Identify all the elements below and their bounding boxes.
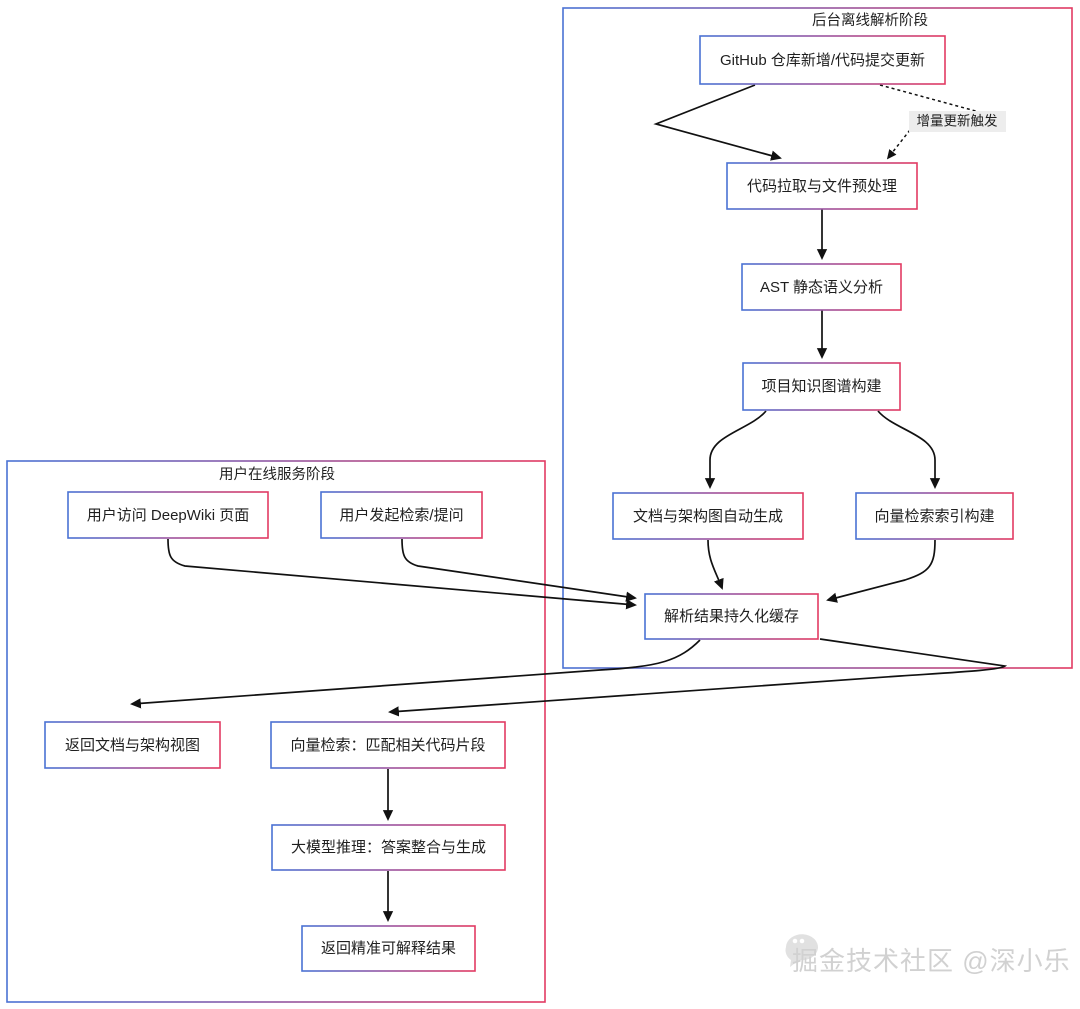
node-user-visit-label: 用户访问 DeepWiki 页面 <box>87 507 250 524</box>
node-return-docs[interactable]: 返回文档与架构视图 <box>44 721 221 769</box>
watermark: 掘金技术社区 @深小乐 <box>785 934 1071 976</box>
node-return-result[interactable]: 返回精准可解释结果 <box>301 925 476 972</box>
edge-ask-to-cache <box>401 538 637 602</box>
edge-kg-to-vecindex <box>877 410 941 489</box>
group-online-container: 用户在线服务阶段 <box>6 460 546 1003</box>
node-return-docs-label: 返回文档与架构视图 <box>65 737 200 754</box>
node-vector-search[interactable]: 向量检索：匹配相关代码片段 <box>270 721 506 769</box>
edge-github-to-pull <box>653 84 782 161</box>
edge-label-incremental: 增量更新触发 <box>917 114 998 129</box>
node-user-query-label: 用户发起检索/提问 <box>339 507 463 524</box>
edge-cache-to-vecsearch <box>388 638 1008 717</box>
node-vector-search-label: 向量检索：匹配相关代码片段 <box>290 737 485 754</box>
edge-incremental-to-pull <box>886 129 911 160</box>
group-online-title: 用户在线服务阶段 <box>219 466 335 483</box>
node-doc-generation-label: 文档与架构图自动生成 <box>633 508 783 525</box>
node-code-pull-label: 代码拉取与文件预处理 <box>747 178 897 195</box>
node-github[interactable]: GitHub 仓库新增/代码提交更新 <box>699 35 946 85</box>
node-return-result-label: 返回精准可解释结果 <box>321 940 456 957</box>
node-doc-generation[interactable]: 文档与架构图自动生成 <box>612 492 804 540</box>
node-llm-reasoning-label: 大模型推理：答案整合与生成 <box>291 838 486 856</box>
node-llm-reasoning[interactable]: 大模型推理：答案整合与生成 <box>271 824 506 871</box>
node-knowledge-graph-label: 项目知识图谱构建 <box>761 378 881 395</box>
node-ast-analysis[interactable]: AST 静态语义分析 <box>741 263 902 311</box>
group-offline-title: 后台离线解析阶段 <box>812 12 928 29</box>
edge-vecindex-to-cache <box>826 539 936 603</box>
edge-visit-to-cache <box>167 538 637 610</box>
edge-docgen-to-cache <box>707 539 724 590</box>
edges-layer <box>130 84 1008 922</box>
node-knowledge-graph[interactable]: 项目知识图谱构建 <box>742 362 901 411</box>
node-vector-index-label: 向量检索索引构建 <box>874 508 994 525</box>
node-persist-cache[interactable]: 解析结果持久化缓存 <box>644 593 819 640</box>
node-user-visit[interactable]: 用户访问 DeepWiki 页面 <box>67 491 269 539</box>
edge-label-incremental-group: 增量更新触发 <box>909 111 1006 132</box>
node-persist-cache-label: 解析结果持久化缓存 <box>664 608 799 625</box>
node-user-query[interactable]: 用户发起检索/提问 <box>320 491 483 539</box>
node-vector-index[interactable]: 向量检索索引构建 <box>855 492 1014 540</box>
edge-kg-to-docgen <box>704 410 767 489</box>
edge-cache-to-retdoc <box>130 639 701 709</box>
node-ast-analysis-label: AST 静态语义分析 <box>760 279 883 296</box>
node-code-pull[interactable]: 代码拉取与文件预处理 <box>726 162 918 210</box>
speech-bubble-icon <box>785 934 818 967</box>
group-offline-container: 后台离线解析阶段 <box>562 7 1073 669</box>
watermark-text: 掘金技术社区 @深小乐 <box>792 946 1071 976</box>
node-github-label: GitHub 仓库新增/代码提交更新 <box>720 51 925 69</box>
